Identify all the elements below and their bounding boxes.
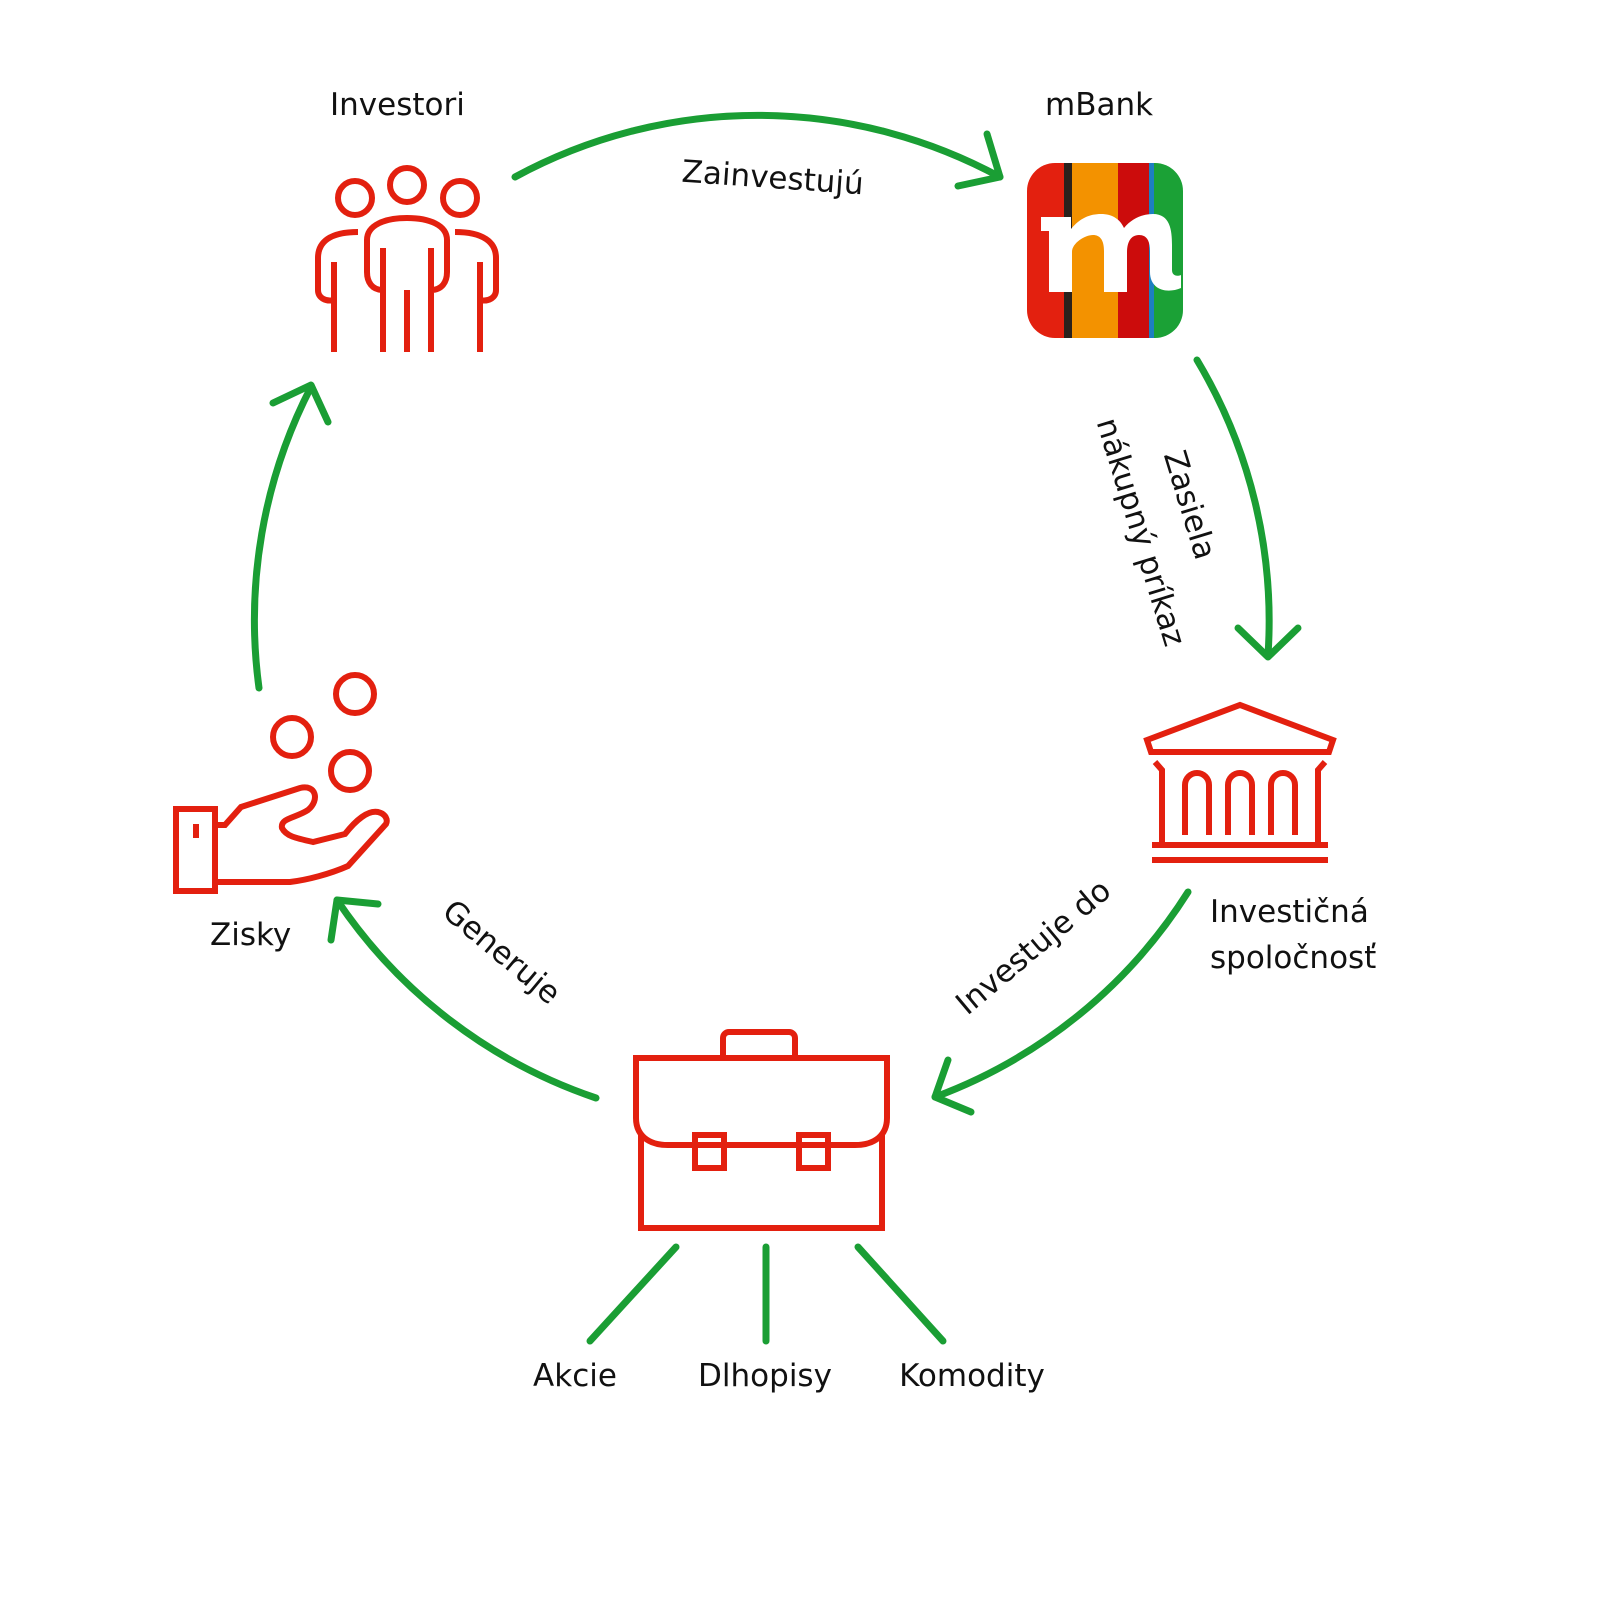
label-send-line1: Zasiela [1156,446,1223,563]
label-fund-company-line1: Investičná [1210,894,1369,930]
label-mbank: mBank [1045,87,1153,123]
asset-commodities: Komodity [899,1358,1045,1394]
label-fund-company-line2: spoločnosť [1210,940,1376,976]
arrow-investors-to-mbank [511,111,1004,190]
mbank-logo [1027,163,1183,338]
label-invest: Zainvestujú [681,154,865,203]
asset-lines [586,1243,947,1345]
arrow-profits-to-investors [250,381,332,692]
label-investors: Investori [330,87,465,123]
label-send-line2: nákupný príkaz [1089,414,1193,651]
arrow-fund-to-portfolio [931,888,1192,1116]
label-generates: Generuje [436,893,568,1012]
arrow-mbank-to-fund [1193,356,1302,661]
briefcase-icon [633,1029,890,1231]
hand-coins-icon [173,672,390,894]
asset-bonds: Dlhopisy [698,1358,832,1394]
asset-stocks: Akcie [533,1358,617,1394]
label-profits: Zisky [210,917,291,953]
bank-building-icon [1143,701,1337,863]
arrow-portfolio-to-profits [327,896,600,1102]
people-group-icon [315,165,499,352]
